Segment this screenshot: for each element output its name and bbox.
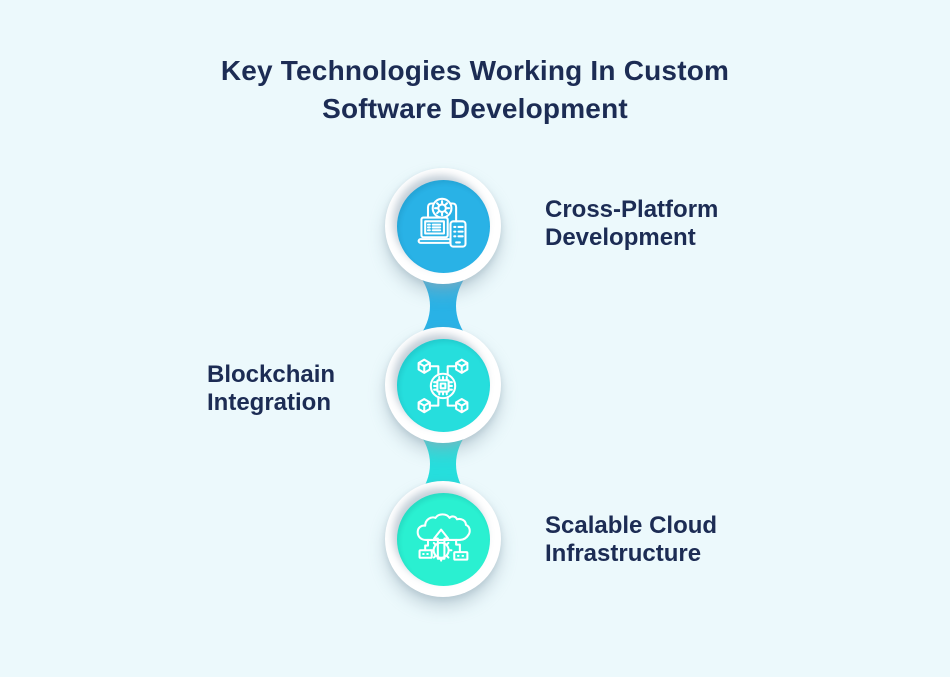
cloud-upload-gear-icon bbox=[416, 513, 471, 562]
label-cross-platform-development: Cross-Platform Development bbox=[545, 196, 719, 251]
circle-blockchain-disc bbox=[396, 338, 490, 432]
label-blockchain-integration: Blockchain Integration bbox=[207, 361, 336, 416]
cross-platform-devices-icon bbox=[417, 197, 467, 248]
circle-blockchain bbox=[385, 327, 501, 443]
page-title-line2: Software Development bbox=[322, 93, 628, 124]
blockchain-chip-cubes-icon bbox=[417, 358, 469, 414]
circle-cloud bbox=[385, 481, 501, 597]
circle-cross-platform bbox=[385, 168, 501, 284]
circle-cross-platform-disc bbox=[396, 179, 490, 273]
label-scalable-cloud-infrastructure: Scalable Cloud Infrastructure bbox=[545, 512, 718, 567]
connector-top bbox=[417, 272, 469, 340]
circle-cloud-disc bbox=[396, 492, 490, 586]
page-title-line1: Key Technologies Working In Custom bbox=[220, 55, 730, 86]
page-title: Key Technologies Working In Custom Softw… bbox=[0, 52, 950, 128]
connector-bottom bbox=[417, 430, 469, 498]
